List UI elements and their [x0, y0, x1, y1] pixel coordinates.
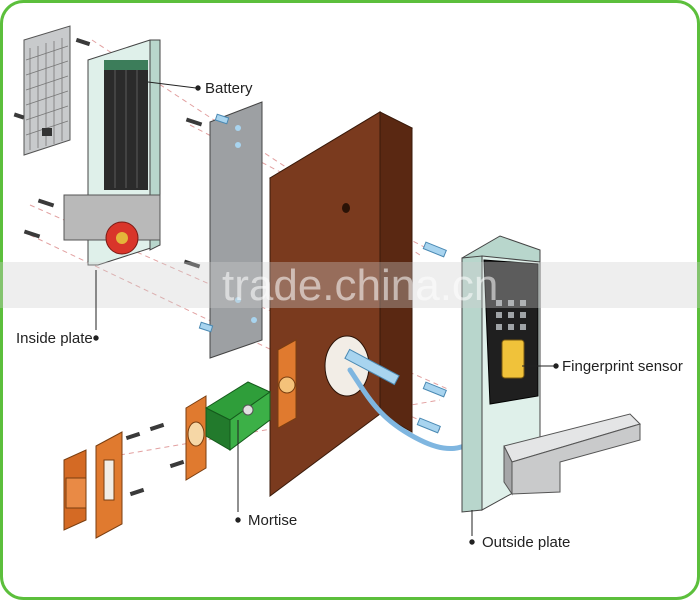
callout-leaders [93, 81, 559, 545]
label-outside-plate: Outside plate [482, 534, 570, 551]
mounting-pins [198, 113, 447, 434]
label-battery: Battery [205, 80, 253, 97]
mounting-plate [209, 101, 263, 359]
watermark-band [0, 262, 700, 308]
strike-plates [63, 431, 123, 539]
door-slab [268, 111, 414, 497]
label-fingerprint-sensor: Fingerprint sensor [562, 358, 683, 375]
fingerprint-sensor [501, 339, 525, 379]
mortise-latch [185, 381, 272, 481]
screws [13, 37, 203, 497]
label-inside-plate: Inside plate [16, 330, 93, 347]
label-mortise: Mortise [248, 512, 297, 529]
outside-handle [503, 413, 641, 496]
battery-cover [23, 25, 71, 156]
watermark: trade.china.cn [222, 261, 498, 310]
outside-plate [461, 235, 641, 513]
inside-plate [63, 39, 161, 266]
